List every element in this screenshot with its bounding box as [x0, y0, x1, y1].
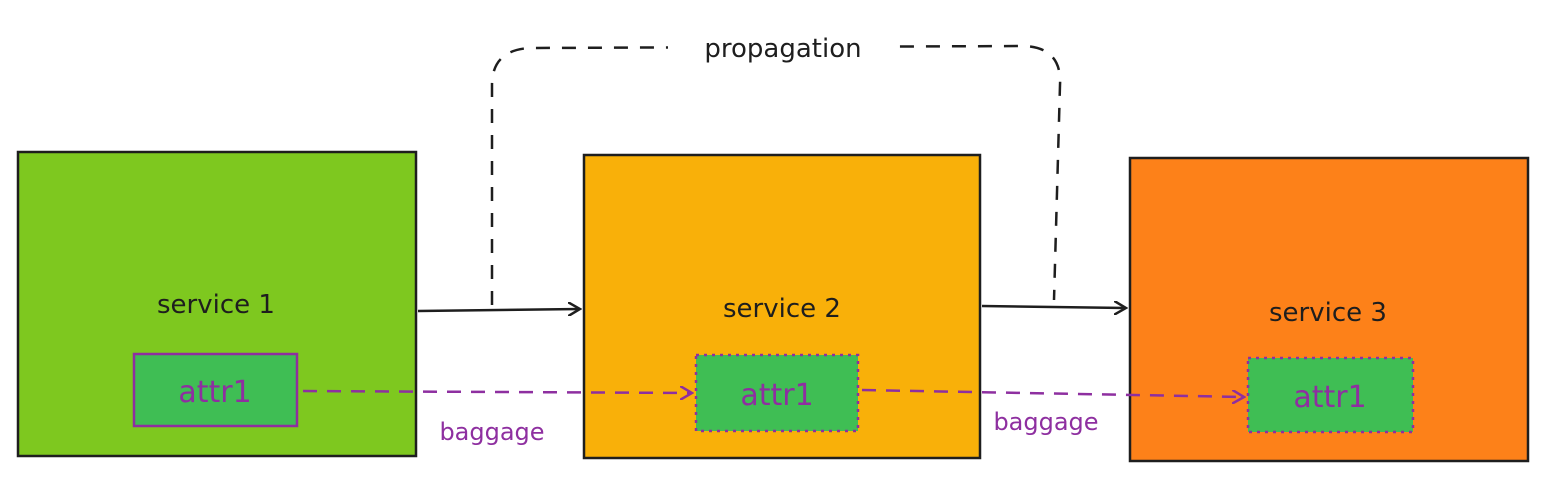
service-2-box: service 2 attr1 [582, 153, 982, 460]
baggage-arrow-1-2 [302, 391, 692, 393]
call-arrow-1-2 [417, 309, 580, 311]
propagation-label-bg [668, 28, 898, 68]
propagation-label: propagation [704, 34, 861, 64]
service-3-label: service 3 [1269, 298, 1387, 328]
baggage-label-2: baggage [993, 408, 1098, 436]
service-1-box: service 1 attr1 [16, 150, 418, 458]
service-1-attr-box [132, 352, 299, 428]
baggage-arrow-2-3 [861, 388, 1244, 397]
service-2-attr-label: attr1 [740, 378, 813, 413]
service-1-label: service 1 [157, 290, 275, 320]
service-2-attr-box [694, 353, 860, 433]
service-3-attr-label: attr1 [1293, 380, 1366, 415]
call-arrow-2-3 [981, 306, 1126, 308]
service-1-attr-label: attr1 [178, 375, 251, 410]
service-2-label: service 2 [723, 294, 841, 324]
service-3-box: service 3 attr1 [1128, 156, 1530, 463]
baggage-label-1: baggage [439, 418, 544, 446]
service-3-attr-box [1246, 356, 1415, 434]
